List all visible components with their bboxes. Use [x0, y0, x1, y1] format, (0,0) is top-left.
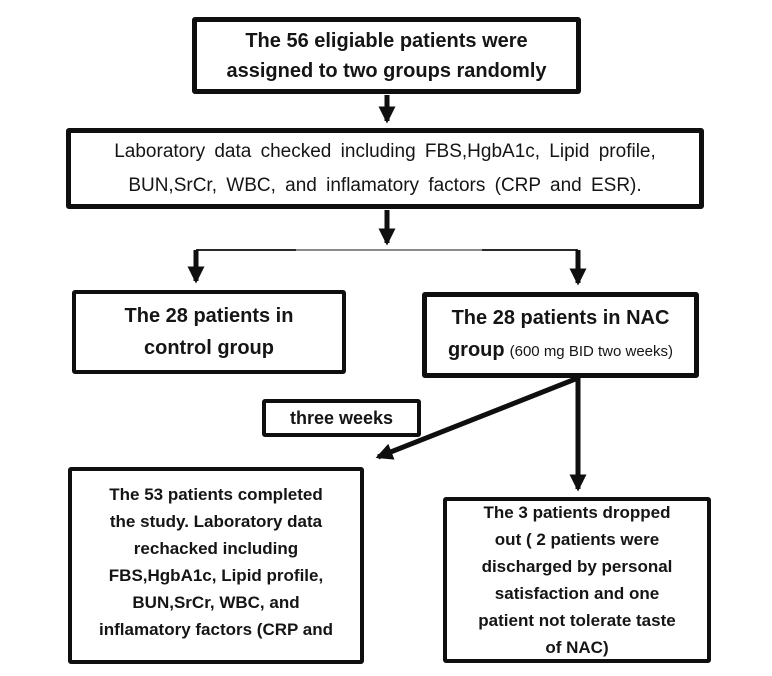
flow-node-completed-study: The 53 patients completed the study. Lab… [68, 467, 364, 664]
flow-node-eligible-patients: The 56 eligiable patients were assigned … [192, 17, 581, 94]
flow-node-lab-data-checked: Laboratory data checked including FBS,Hg… [66, 128, 704, 209]
nac-dose-note: (600 mg BID two weeks) [509, 343, 674, 360]
nac-group-title-line2: group(600 mg BID two weeks) [447, 339, 674, 361]
flow-node-dropped-out: The 3 patients dropped out ( 2 patients … [443, 497, 711, 663]
arrow-diagonal-nac-to-completed [375, 375, 579, 460]
flow-node-control-group: The 28 patients in control group [72, 290, 346, 374]
flow-node-three-weeks-label: three weeks [262, 399, 421, 437]
nac-group-title-line1: The 28 patients in NAC [451, 307, 670, 329]
flow-node-nac-group: The 28 patients in NAC group(600 mg BID … [422, 292, 699, 378]
